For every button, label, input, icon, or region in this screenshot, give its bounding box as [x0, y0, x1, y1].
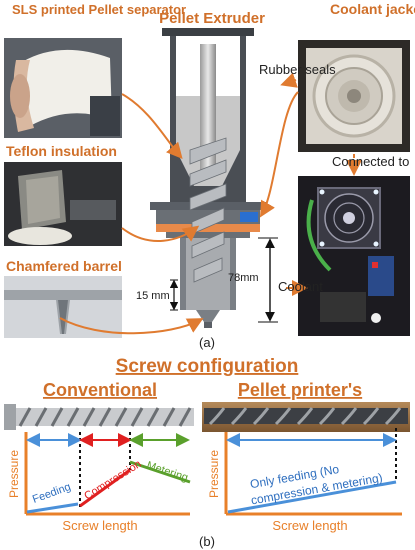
conventional-series [26, 460, 191, 514]
only-feeding-note: Only feeding (No compression & metering) [247, 455, 384, 508]
screw-flight [66, 407, 80, 427]
screw-flight [340, 407, 358, 426]
metering-line [129, 460, 191, 484]
coolant-label: Coolant [278, 279, 323, 294]
photo-coolant-jacket [298, 40, 410, 152]
pellet-axes [224, 428, 402, 516]
photo-cooling-unit [298, 176, 410, 336]
screw-flight [296, 407, 314, 426]
screw-flight [274, 407, 292, 426]
screw-flight [178, 407, 192, 427]
photo-chamfered-barrel [4, 276, 122, 338]
dim-15mm-label: 15 mm [136, 290, 170, 302]
screw-flight [98, 407, 112, 427]
conventional-screw-image [4, 404, 194, 430]
only-feeding-line [227, 480, 397, 514]
conv-ylabel: Pressure [7, 450, 21, 498]
compression-line [79, 468, 131, 508]
pellet-printer-title: Pellet printer's [238, 380, 362, 400]
photo-teflon-insulation [4, 162, 122, 246]
rubber-seals-label: Rubber seals [259, 62, 336, 77]
screw-flight [82, 407, 96, 427]
screw-flight [208, 407, 226, 426]
chamfered-label: Chamfered barrel [6, 258, 122, 274]
zone-compression-label: Compression [82, 458, 143, 503]
conventional-axes [24, 432, 190, 516]
screw-flight [130, 407, 144, 427]
extruder-drawing [150, 28, 266, 328]
pellet-screw-image [202, 402, 410, 432]
connected-to-label: Connected to [332, 154, 409, 169]
screw-flight [252, 407, 270, 426]
callout-connectors [59, 72, 362, 335]
screw-flight [230, 407, 248, 426]
screw-flight [162, 407, 176, 427]
screw-flight [50, 407, 64, 427]
pel-xlabel: Screw length [272, 518, 347, 533]
pellet-extruder-title: Pellet Extruder [159, 10, 265, 27]
caption-b: (b) [199, 534, 215, 549]
dim-78mm-label: 78mm [228, 272, 259, 284]
caption-a: (a) [199, 335, 215, 350]
photo-pellet-separator [4, 38, 122, 138]
screw-flight [146, 407, 160, 427]
screw-config-title: Screw configuration [116, 356, 299, 377]
screw-flight [318, 407, 336, 426]
zone-feeding-label: Feeding [31, 481, 72, 506]
dimension-lines [169, 237, 278, 323]
conventional-title: Conventional [43, 380, 157, 400]
screw-flight [18, 407, 32, 427]
screw-flight [384, 407, 402, 426]
screw-flight [362, 407, 380, 426]
coolant-jacket-label: Coolant jacket [330, 1, 415, 17]
feeding-line [26, 502, 79, 514]
screw-flight [34, 407, 48, 427]
teflon-label: Teflon insulation [6, 143, 117, 159]
zone-metering-label: Metering [145, 459, 189, 484]
sls-label: SLS printed Pellet separator [12, 2, 186, 17]
pel-ylabel: Pressure [207, 450, 221, 498]
conv-xlabel: Screw length [62, 518, 137, 533]
screw-flight [114, 407, 128, 427]
